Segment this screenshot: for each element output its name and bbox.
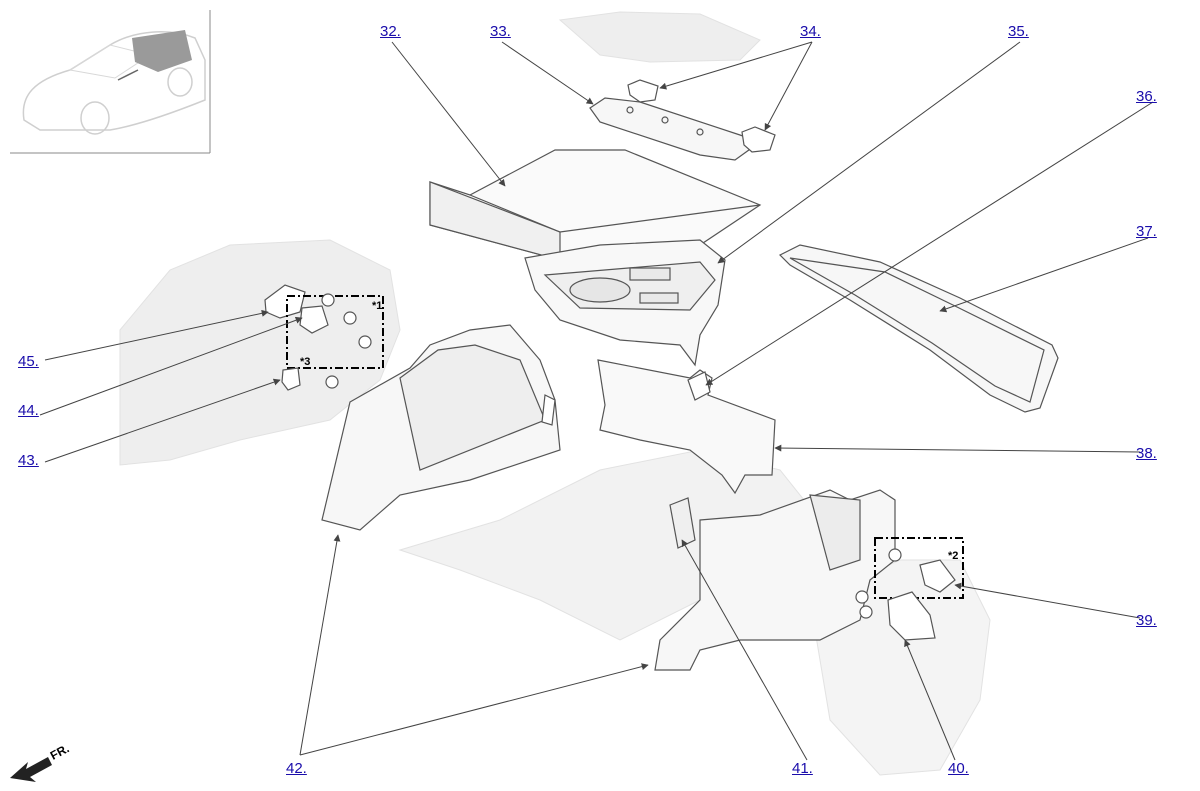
- part-34-clips: [627, 79, 776, 153]
- callout-37[interactable]: 37.: [1136, 223, 1157, 240]
- part-37-weatherstrip: [778, 244, 1059, 413]
- part-33-trim-bracket: [589, 97, 762, 161]
- part-39-40-assembly: [855, 537, 964, 641]
- callout-44[interactable]: 44.: [18, 402, 39, 419]
- callout-34[interactable]: 34.: [800, 23, 821, 40]
- callout-43[interactable]: 43.: [18, 452, 39, 469]
- note-marker-1: *1: [372, 300, 383, 312]
- leader-lines: [39, 41, 1154, 761]
- note-marker-2: *2: [948, 550, 959, 562]
- callout-32[interactable]: 32.: [380, 23, 401, 40]
- body-background: [119, 11, 991, 776]
- part-32-floor-board: [429, 149, 762, 261]
- part-42-side-trim-left: [321, 324, 561, 531]
- part-43-45-assembly: [264, 284, 384, 391]
- part-35-storage-tub: [524, 239, 726, 367]
- part-42-side-trim-right: [654, 489, 896, 671]
- locator-inset: [10, 10, 211, 154]
- callout-33[interactable]: 33.: [490, 23, 511, 40]
- callout-40[interactable]: 40.: [948, 760, 969, 777]
- callout-42[interactable]: 42.: [286, 760, 307, 777]
- part-38-rear-trim-panel: [597, 359, 776, 495]
- front-direction-arrow: [10, 757, 52, 782]
- callout-39[interactable]: 39.: [1136, 612, 1157, 629]
- callout-36[interactable]: 36.: [1136, 88, 1157, 105]
- callout-41[interactable]: 41.: [792, 760, 813, 777]
- callout-35[interactable]: 35.: [1008, 23, 1029, 40]
- callout-38[interactable]: 38.: [1136, 445, 1157, 462]
- part-41-cover-plate: [669, 497, 696, 549]
- callout-45[interactable]: 45.: [18, 353, 39, 370]
- note-marker-3: *3: [300, 356, 311, 368]
